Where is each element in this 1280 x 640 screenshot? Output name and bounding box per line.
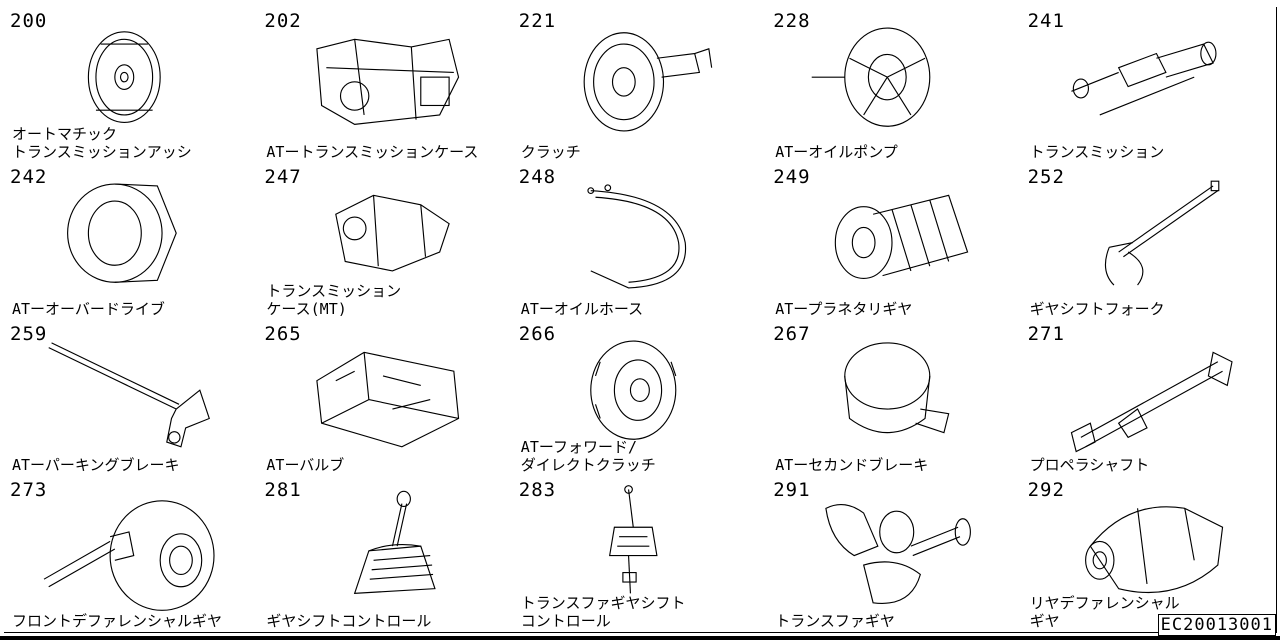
part-cell-247[interactable]: 247 トランスミッション ケース(MT) [258, 163, 514, 321]
part-number: 265 [264, 322, 302, 345]
part-number: 291 [773, 478, 811, 501]
part-label: ATーセカンドブレーキ [775, 455, 929, 474]
part-number: 252 [1027, 166, 1065, 189]
planetary-gear-icon [807, 173, 977, 298]
part-cell-281[interactable]: 281 ギヤシフトコントロール [258, 475, 514, 633]
part-number: 202 [264, 10, 302, 32]
part-number: 266 [518, 322, 557, 345]
part-number: 281 [264, 478, 302, 501]
bottom-rule [0, 636, 1280, 640]
oil-pump-icon [807, 17, 977, 142]
part-label: ギヤシフトフォーク [1029, 299, 1165, 318]
part-number: 267 [773, 322, 811, 345]
part-label: フロントデファレンシャルギヤ [12, 612, 223, 630]
part-label: トランスミッション ケース(MT) [266, 281, 402, 318]
rear-differential-icon [1062, 486, 1232, 611]
part-label: トランスミッション [1029, 143, 1165, 162]
part-label: プロペラシャフト [1029, 455, 1150, 474]
part-number: 271 [1027, 322, 1065, 345]
part-cell-273[interactable]: 273 フロントデファレンシャルギヤ [4, 475, 260, 633]
part-number: 241 [1027, 10, 1065, 32]
part-number: 259 [10, 322, 48, 345]
part-number: 248 [518, 166, 557, 189]
forward-clutch-icon [553, 330, 723, 455]
part-number: 273 [10, 478, 48, 501]
torque-converter-icon [44, 17, 214, 142]
part-cell-292[interactable]: 292 リヤデファレンシャル ギヤ [1021, 475, 1277, 633]
part-cell-241[interactable]: 241 トランスミッション [1021, 7, 1277, 165]
overdrive-icon [44, 173, 214, 298]
part-cell-252[interactable]: 252 ギヤシフトフォーク [1021, 163, 1277, 321]
diagram-code: EC20013001 [1157, 614, 1276, 636]
part-number: 200 [10, 10, 48, 32]
front-differential-icon [43, 486, 215, 611]
transmission-case-icon [298, 17, 468, 142]
part-label: トランスファギヤ [775, 612, 895, 630]
part-label: ギヤシフトコントロール [266, 612, 432, 630]
part-label: リヤデファレンシャル ギヤ [1029, 594, 1180, 630]
gear-shift-control-icon [298, 486, 468, 611]
oil-hose-icon [553, 173, 723, 298]
shift-fork-icon [1062, 173, 1232, 298]
part-number: 249 [773, 166, 811, 189]
transfer-shift-control-icon [553, 484, 723, 611]
part-cell-271[interactable]: 271 プロペラシャフト [1021, 319, 1277, 477]
part-label: ATーバルブ [266, 455, 345, 474]
transfer-gear-icon [807, 486, 977, 611]
part-number: 247 [264, 166, 302, 189]
part-label: ATーパーキングブレーキ [12, 455, 180, 474]
valve-body-icon [298, 330, 468, 455]
part-label: オートマチック トランスミッションアッシ [12, 125, 192, 162]
part-label: トランスファギヤシフト コントロール [520, 594, 686, 630]
part-number: 242 [10, 166, 48, 189]
part-number: 228 [773, 10, 811, 32]
part-cell-200[interactable]: 200 オートマチック トランスミッションアッシ [4, 7, 260, 165]
clutch-icon [553, 17, 723, 142]
propeller-shaft-icon [1062, 330, 1233, 455]
transmission-gears-icon [1062, 17, 1232, 142]
part-label: ATーオーバードライブ [12, 299, 165, 318]
part-cell-221[interactable]: 221 クラッチ [512, 7, 769, 165]
part-number: 292 [1027, 478, 1065, 501]
part-label: ATーオイルポンプ [775, 143, 898, 162]
part-label: ATーオイルホース [520, 299, 644, 318]
part-label: ATートランスミッションケース [266, 143, 479, 162]
part-label: ATーフォワード/ ダイレクトクラッチ [520, 437, 656, 474]
parking-brake-icon [44, 330, 214, 455]
second-brake-icon [807, 330, 977, 455]
part-label: ATープラネタリギヤ [775, 299, 913, 318]
mt-case-icon [298, 173, 468, 298]
part-number: 283 [518, 478, 557, 501]
part-label: クラッチ [520, 143, 581, 162]
part-cell-291[interactable]: 291 トランスファギヤ [767, 475, 1023, 633]
part-number: 221 [518, 10, 557, 32]
part-cell-283[interactable]: 283 トランスファギヤシフト コントロール [512, 475, 769, 633]
